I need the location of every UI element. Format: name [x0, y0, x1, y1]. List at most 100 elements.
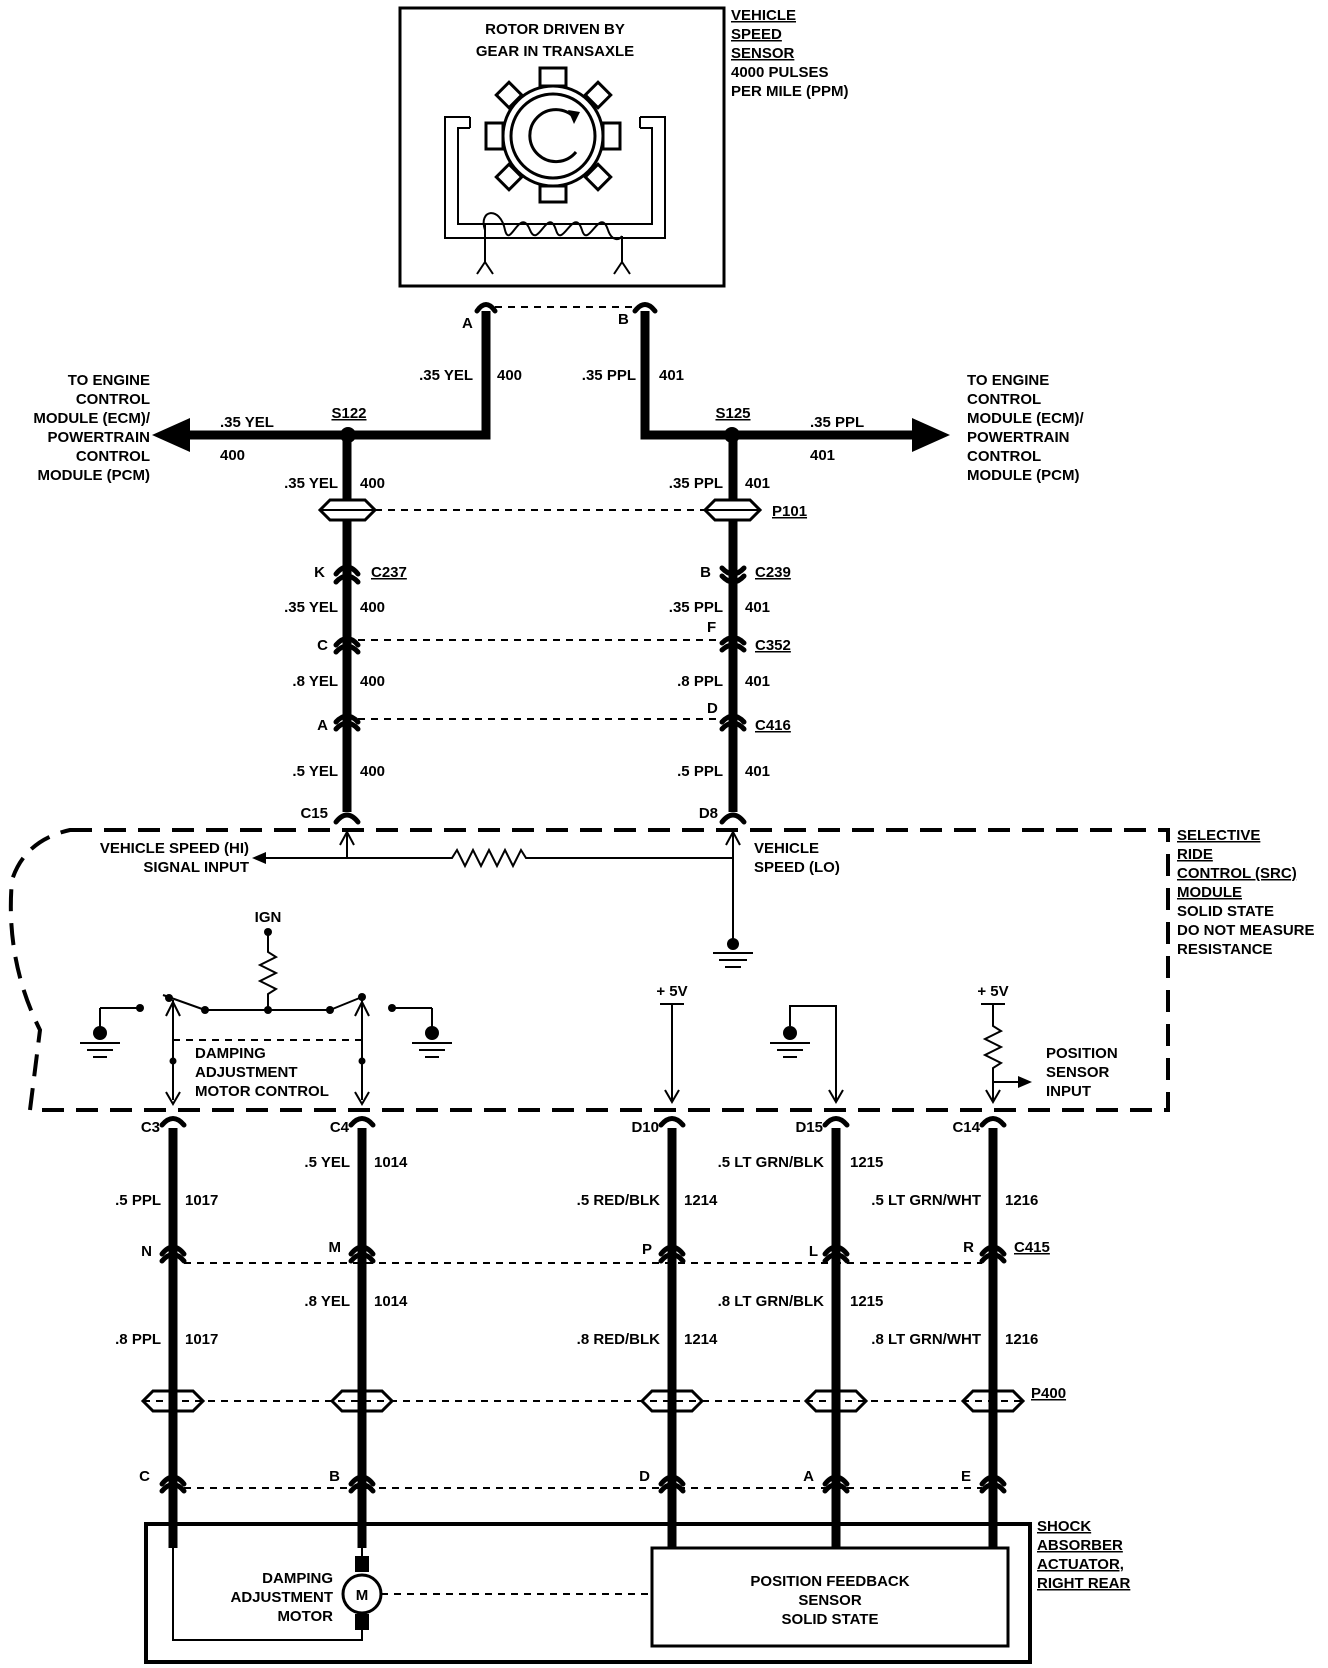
vss-title-2: SPEED: [731, 26, 782, 43]
c415-pin-p: P: [642, 1241, 652, 1258]
actuator-title-4: RIGHT REAR: [1037, 1575, 1131, 1592]
ecm-right-line2: CONTROL: [967, 391, 1041, 408]
label-c416: C416: [755, 717, 791, 734]
wire-400-size-1: .35 YEL: [284, 475, 338, 492]
wire-401-size-1: .35 PPL: [669, 475, 723, 492]
motor-label-3: MOTOR: [277, 1608, 333, 1625]
label-c239: C239: [755, 564, 791, 581]
ecm-right-wire: .35 PPL: [810, 414, 864, 431]
wire-400-circuit-1: 400: [360, 475, 385, 492]
wire-400-size-3: .8 YEL: [292, 673, 338, 690]
c416-left-pin: A: [317, 717, 328, 734]
wire-401-circuit-1: 401: [745, 475, 770, 492]
src-note-1: SOLID STATE: [1177, 903, 1274, 920]
c415-pin-n: N: [141, 1243, 152, 1260]
wire-401-size-top: .35 PPL: [582, 367, 636, 384]
c416-right-pin: D: [707, 700, 718, 717]
pin-d8: D8: [699, 805, 718, 822]
ground-icon: [80, 1026, 120, 1058]
pin-d15: D15: [795, 1119, 823, 1136]
c415-pin-r: R: [963, 1239, 974, 1256]
position-pullup-resistor-icon: [982, 1004, 1004, 1102]
shock-absorber-actuator: M: [144, 1522, 1032, 1664]
damping-control-line1: DAMPING: [195, 1045, 266, 1062]
wire-400-circuit-4: 400: [360, 763, 385, 780]
vss-box: [398, 6, 726, 288]
ground-icon: [412, 1026, 452, 1058]
c14-circ-2: 1216: [1005, 1331, 1038, 1348]
position-input-line2: SENSOR: [1046, 1064, 1110, 1081]
d15-wire-2: .8 LT GRN/BLK: [718, 1293, 825, 1310]
actuator-pin-d: D: [639, 1468, 650, 1485]
actuator-title-2: ABSORBER: [1037, 1537, 1123, 1554]
d15-circ-1: 1215: [850, 1154, 883, 1171]
wire-401-size-2: .35 PPL: [669, 599, 723, 616]
ecm-left-line6: MODULE (PCM): [38, 467, 151, 484]
lo-input-line2: SPEED (LO): [754, 859, 840, 876]
damping-control-line2: ADJUSTMENT: [195, 1064, 298, 1081]
ecm-right-line3: MODULE (ECM)/: [967, 410, 1084, 427]
label-c352: C352: [755, 637, 791, 654]
vss-rotor-line2: GEAR IN TRANSAXLE: [476, 43, 634, 60]
vss-pin-b-terminal: [632, 302, 658, 314]
splice-s122: S122: [331, 405, 366, 422]
c237-terminal: [333, 564, 361, 577]
ign-pullup-resistor-icon: [257, 932, 279, 1010]
ign-label: IGN: [255, 909, 282, 926]
rotor-gear-icon: [484, 66, 622, 204]
pin-c4: C4: [330, 1119, 350, 1136]
ecm-right-line4: POWERTRAIN: [967, 429, 1070, 446]
motor-symbol: M: [356, 1587, 369, 1604]
actuator-pin-c: C: [139, 1468, 150, 1485]
ecm-left-line4: POWERTRAIN: [48, 429, 151, 446]
d15-wire-1: .5 LT GRN/BLK: [718, 1154, 825, 1171]
splice-s122-dot: [340, 427, 356, 443]
c3-circ-1: 1017: [185, 1192, 218, 1209]
connector-p101: [317, 498, 763, 522]
hi-input-line2: SIGNAL INPUT: [143, 859, 249, 876]
sensor-label-2: SENSOR: [798, 1592, 862, 1609]
pin-c15: C15: [300, 805, 328, 822]
position-input-line1: POSITION: [1046, 1045, 1118, 1062]
pin-c14: C14: [952, 1119, 980, 1136]
c4-circ-1: 1014: [374, 1154, 408, 1171]
sensor-label-1: POSITION FEEDBACK: [750, 1573, 909, 1590]
actuator-connector: [159, 1474, 1007, 1494]
src-note-2: DO NOT MEASURE: [1177, 922, 1315, 939]
wire-400-size-4: .5 YEL: [292, 763, 338, 780]
position-input-line3: INPUT: [1046, 1083, 1091, 1100]
c14-circ-1: 1216: [1005, 1192, 1038, 1209]
hi-input-arrow-icon: [252, 852, 266, 864]
c4-wire-2: .8 YEL: [304, 1293, 350, 1310]
damping-control-line3: MOTOR CONTROL: [195, 1083, 329, 1100]
ecm-left-line3: MODULE (ECM)/: [33, 410, 150, 427]
c4-wire-1: .5 YEL: [304, 1154, 350, 1171]
wire-401-circuit-top: 401: [659, 367, 684, 384]
pin-d10: D10: [631, 1119, 659, 1136]
ground-icon: [713, 938, 753, 968]
c4-circ-2: 1014: [374, 1293, 408, 1310]
arrow-left-icon: [152, 418, 190, 452]
plus5v-d10: + 5V: [656, 983, 687, 1000]
d15-circ-2: 1215: [850, 1293, 883, 1310]
wire-401-size-4: .5 PPL: [677, 763, 723, 780]
wire-400-size-top: .35 YEL: [419, 367, 473, 384]
ecm-left-circuit: 400: [220, 447, 245, 464]
splice-s125-dot: [724, 427, 740, 443]
wire-400-circuit-top: 400: [497, 367, 522, 384]
c416-right-terminal: [719, 713, 747, 725]
plus5v-c14: + 5V: [977, 983, 1008, 1000]
wire-400-circuit-2: 400: [360, 599, 385, 616]
wire-401: [640, 311, 738, 812]
vss-rotor-line1: ROTOR DRIVEN BY: [485, 21, 625, 38]
src-title-1: SELECTIVE: [1177, 827, 1260, 844]
src-module-boundary: [8, 828, 1170, 1112]
arrow-right-icon: [912, 418, 950, 452]
motor-label-1: DAMPING: [262, 1570, 333, 1587]
bias-resistor-icon: [347, 847, 733, 869]
c416-left-terminal: [333, 713, 361, 725]
c352-right-terminal: [719, 635, 747, 646]
lo-input-line1: VEHICLE: [754, 840, 819, 857]
actuator-title-3: ACTUATOR,: [1037, 1556, 1124, 1573]
c415-pin-l: L: [809, 1243, 818, 1260]
